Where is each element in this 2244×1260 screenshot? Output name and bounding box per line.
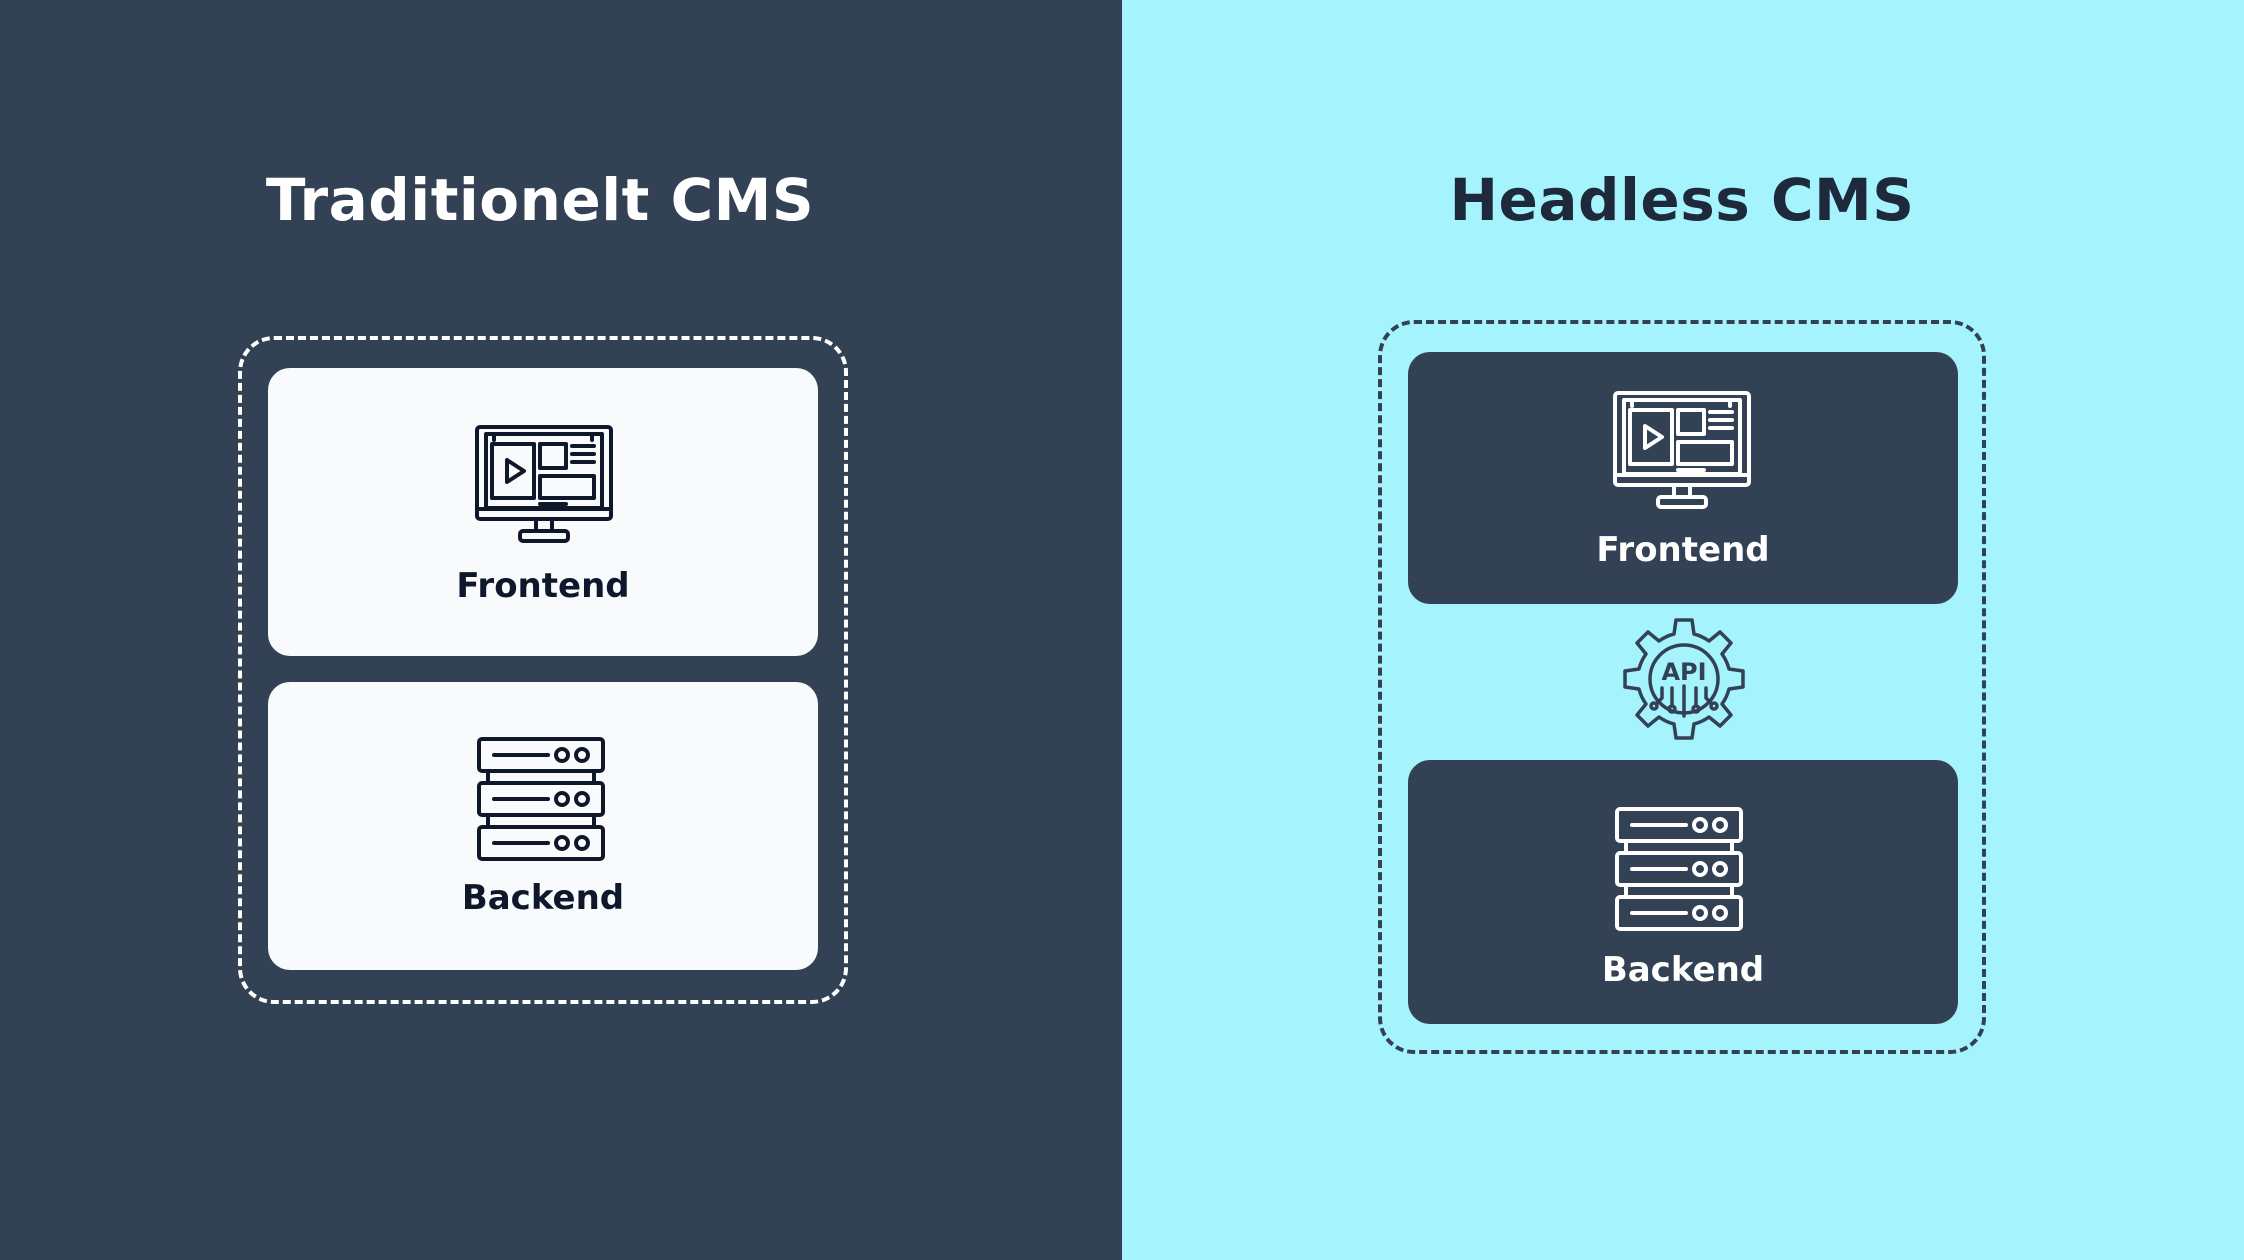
traditional-frontend-card: Frontend <box>268 368 818 656</box>
traditional-frontend-label: Frontend <box>456 566 630 606</box>
traditional-backend-label: Backend <box>461 878 625 918</box>
traditional-cms-title: Traditionelt CMS <box>265 166 815 234</box>
traditional-cms-boundary <box>238 336 848 1004</box>
traditional-backend-card: Backend <box>268 682 818 970</box>
traditional-cms-panel: Traditionelt CMS Frontend Backend <box>0 0 1122 1260</box>
headless-cms-panel: Headless CMS Frontend API <box>1122 0 2244 1260</box>
api-label: API <box>1661 658 1706 686</box>
headless-backend-label: Backend <box>1601 950 1765 990</box>
headless-frontend-label: Frontend <box>1596 530 1770 570</box>
monitor-icon <box>474 424 614 544</box>
headless-frontend-card: Frontend <box>1408 352 1958 604</box>
monitor-icon <box>1612 390 1752 510</box>
server-icon <box>1614 806 1744 936</box>
headless-cms-boundary <box>1378 320 1986 1054</box>
api-gear-icon: API <box>1623 618 1745 740</box>
server-icon <box>476 736 606 866</box>
headless-cms-title: Headless CMS <box>1449 166 1915 234</box>
headless-backend-card: Backend <box>1408 760 1958 1024</box>
